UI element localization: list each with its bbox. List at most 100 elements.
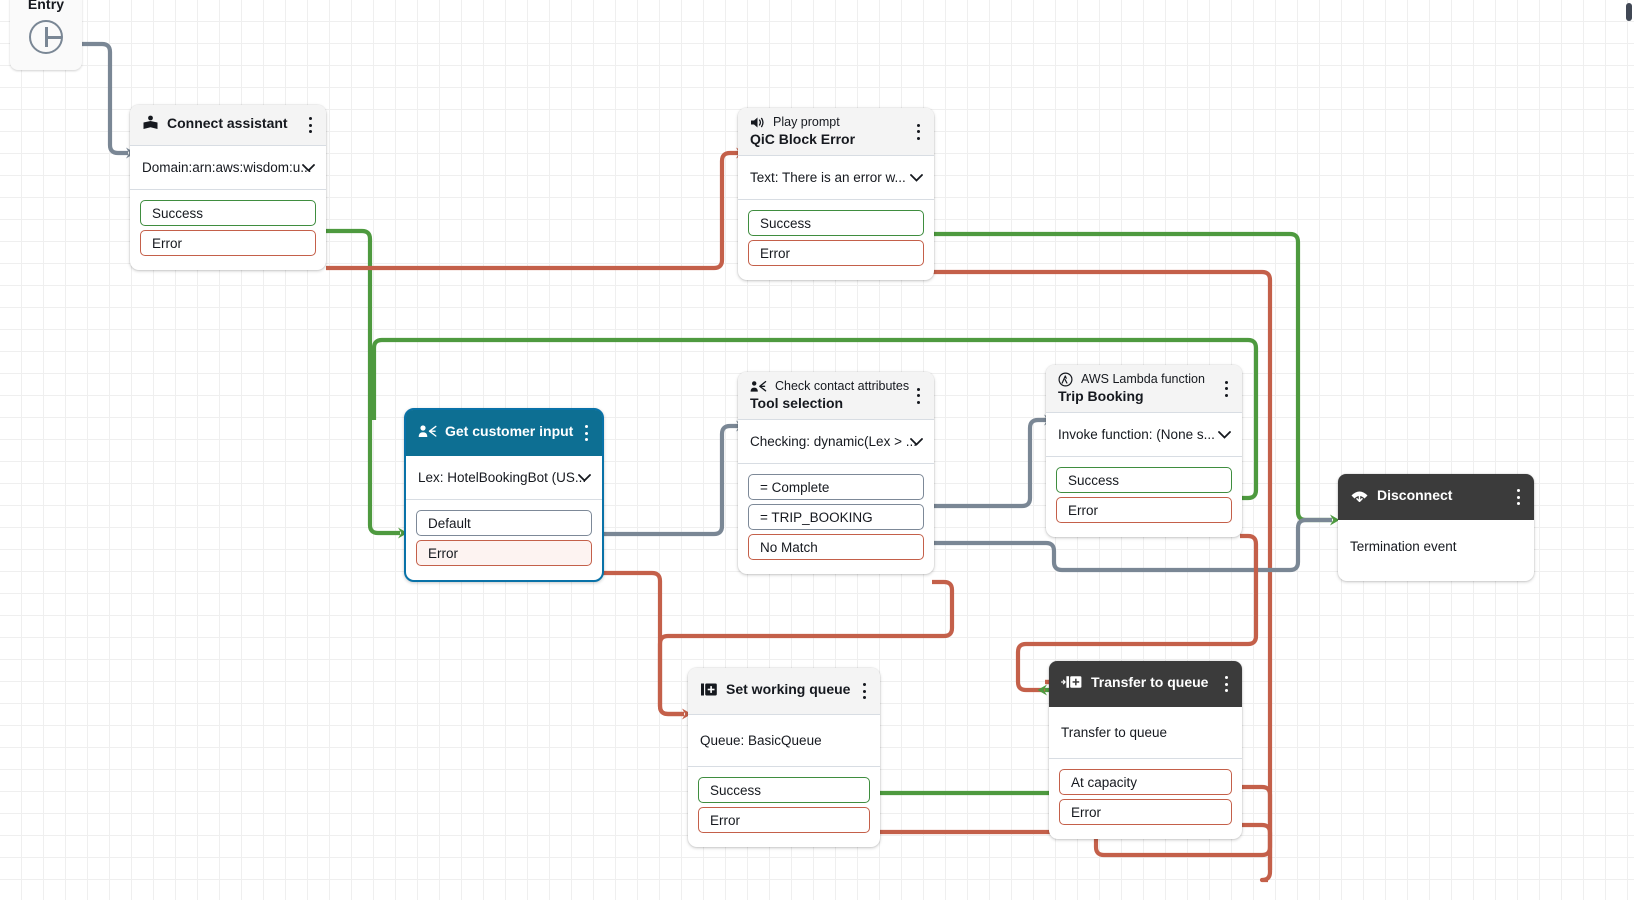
port-trip-booking[interactable]: = TRIP_BOOKING	[748, 504, 924, 530]
node-body-text: Domain:arn:aws:wisdom:u...	[142, 160, 312, 175]
port-label: At capacity	[1071, 774, 1138, 790]
node-trip-booking[interactable]: AWS Lambda function Trip Booking Invoke …	[1046, 365, 1242, 537]
chevron-down-icon[interactable]	[1218, 430, 1231, 439]
node-body[interactable]: Checking: dynamic(Lex > ...	[738, 420, 934, 464]
node-title: Set working queue	[726, 681, 851, 697]
chevron-down-icon[interactable]	[910, 437, 923, 446]
port-label: Success	[1068, 472, 1120, 488]
node-title: Tool selection	[750, 395, 844, 411]
node-body[interactable]: Domain:arn:aws:wisdom:u...	[130, 146, 326, 190]
node-qic-block-error[interactable]: Play prompt QiC Block Error Text: There …	[738, 108, 934, 280]
node-subtype: AWS Lambda function	[1081, 372, 1205, 386]
node-body[interactable]: Lex: HotelBookingBot (US...	[406, 456, 602, 500]
node-subtype: Check contact attributes	[775, 379, 910, 393]
port-label: Error	[152, 235, 182, 251]
node-body-text: Termination event	[1350, 539, 1457, 554]
node-body: Transfer to queue	[1049, 707, 1242, 759]
node-body-text: Invoke function: (None s...	[1058, 427, 1215, 442]
chevron-down-icon[interactable]	[302, 163, 315, 172]
customer-input-icon	[418, 424, 437, 439]
check-attributes-icon	[750, 380, 767, 394]
port-error[interactable]: Error	[1059, 799, 1232, 825]
port-label: Error	[710, 812, 740, 828]
port-label: Success	[152, 205, 204, 221]
entry-label: Entry	[27, 0, 65, 12]
node-menu-icon[interactable]	[1219, 676, 1233, 692]
chevron-down-icon[interactable]	[910, 173, 923, 182]
port-error[interactable]: Error	[698, 807, 870, 833]
port-at-capacity[interactable]: At capacity	[1059, 769, 1232, 795]
speaker-icon	[750, 116, 765, 129]
node-ports: Success Error	[130, 190, 326, 270]
node-subtype: Play prompt	[773, 115, 840, 129]
port-label: Success	[760, 215, 812, 231]
node-header: Play prompt QiC Block Error	[738, 108, 934, 156]
node-body: Queue: BasicQueue	[688, 715, 880, 767]
node-header: Set working queue	[688, 668, 880, 715]
lambda-icon	[1058, 372, 1073, 387]
node-menu-icon[interactable]	[1511, 489, 1525, 505]
port-success[interactable]: Success	[698, 777, 870, 803]
vertical-scrollbar[interactable]	[1626, 3, 1632, 21]
wire-connect-error-to-qic-block-error	[326, 147, 746, 271]
node-menu-icon[interactable]	[579, 425, 593, 441]
port-error[interactable]: Error	[748, 240, 924, 266]
port-label: Success	[710, 782, 762, 798]
node-menu-icon[interactable]	[911, 387, 925, 404]
entry-node[interactable]: Entry	[10, 0, 82, 70]
port-label: Error	[428, 545, 458, 561]
port-no-match[interactable]: No Match	[748, 534, 924, 560]
node-title: Transfer to queue	[1091, 674, 1209, 690]
node-menu-icon[interactable]	[303, 117, 317, 133]
node-body-text: Lex: HotelBookingBot (US...	[418, 470, 587, 485]
node-disconnect[interactable]: Disconnect Termination event	[1338, 474, 1534, 581]
port-label: No Match	[760, 539, 818, 555]
node-connect-assistant[interactable]: Connect assistant Domain:arn:aws:wisdom:…	[130, 105, 326, 270]
node-ports: Success Error	[738, 200, 934, 280]
port-label: = TRIP_BOOKING	[760, 509, 873, 525]
node-body: Termination event	[1338, 520, 1534, 581]
node-ports: At capacity Error	[1049, 759, 1242, 839]
node-transfer-to-queue[interactable]: Transfer to queue Transfer to queue At c…	[1049, 661, 1242, 839]
port-label: Error	[1068, 502, 1098, 518]
port-default[interactable]: Default	[416, 510, 592, 536]
node-menu-icon[interactable]	[911, 123, 925, 140]
node-body-text: Transfer to queue	[1061, 725, 1168, 740]
entry-circle-icon	[25, 16, 67, 58]
node-title: Connect assistant	[167, 115, 288, 131]
port-error[interactable]: Error	[1056, 497, 1232, 523]
port-label: Error	[1071, 804, 1101, 820]
node-title: Trip Booking	[1058, 388, 1144, 404]
node-menu-icon[interactable]	[857, 683, 871, 699]
node-menu-icon[interactable]	[1219, 380, 1233, 397]
chevron-down-icon[interactable]	[578, 473, 591, 482]
set-queue-icon	[700, 681, 718, 698]
wire-connect-success-to-get-customer-input	[326, 228, 408, 539]
port-error[interactable]: Error	[140, 230, 316, 256]
node-title: Get customer input	[445, 423, 574, 439]
node-body[interactable]: Text: There is an error w...	[738, 156, 934, 200]
node-header: Connect assistant	[130, 105, 326, 146]
port-success[interactable]: Success	[748, 210, 924, 236]
node-body[interactable]: Invoke function: (None s...	[1046, 413, 1242, 457]
node-body-text: Checking: dynamic(Lex > ...	[750, 434, 917, 449]
node-header: AWS Lambda function Trip Booking	[1046, 365, 1242, 413]
node-header: Check contact attributes Tool selection	[738, 372, 934, 420]
node-ports: Success Error	[1046, 457, 1242, 537]
port-success[interactable]: Success	[1056, 467, 1232, 493]
wire-set-queue-success-to-transfer-to-queue	[878, 684, 1061, 796]
node-body-text: Text: There is an error w...	[750, 170, 906, 185]
wire-tool-complete-to-trip-booking	[932, 414, 1054, 509]
port-label: = Complete	[760, 479, 830, 495]
node-get-customer-input[interactable]: Get customer input Lex: HotelBookingBot …	[404, 408, 604, 582]
port-complete[interactable]: = Complete	[748, 474, 924, 500]
port-success[interactable]: Success	[140, 200, 316, 226]
node-tool-selection[interactable]: Check contact attributes Tool selection …	[738, 372, 934, 574]
wire-transfer-error	[1240, 822, 1273, 870]
node-title: Disconnect	[1377, 487, 1453, 503]
node-header: Transfer to queue	[1049, 661, 1242, 707]
node-set-working-queue[interactable]: Set working queue Queue: BasicQueue Succ…	[688, 668, 880, 847]
node-header: Disconnect	[1338, 474, 1534, 520]
port-error[interactable]: Error	[416, 540, 592, 566]
